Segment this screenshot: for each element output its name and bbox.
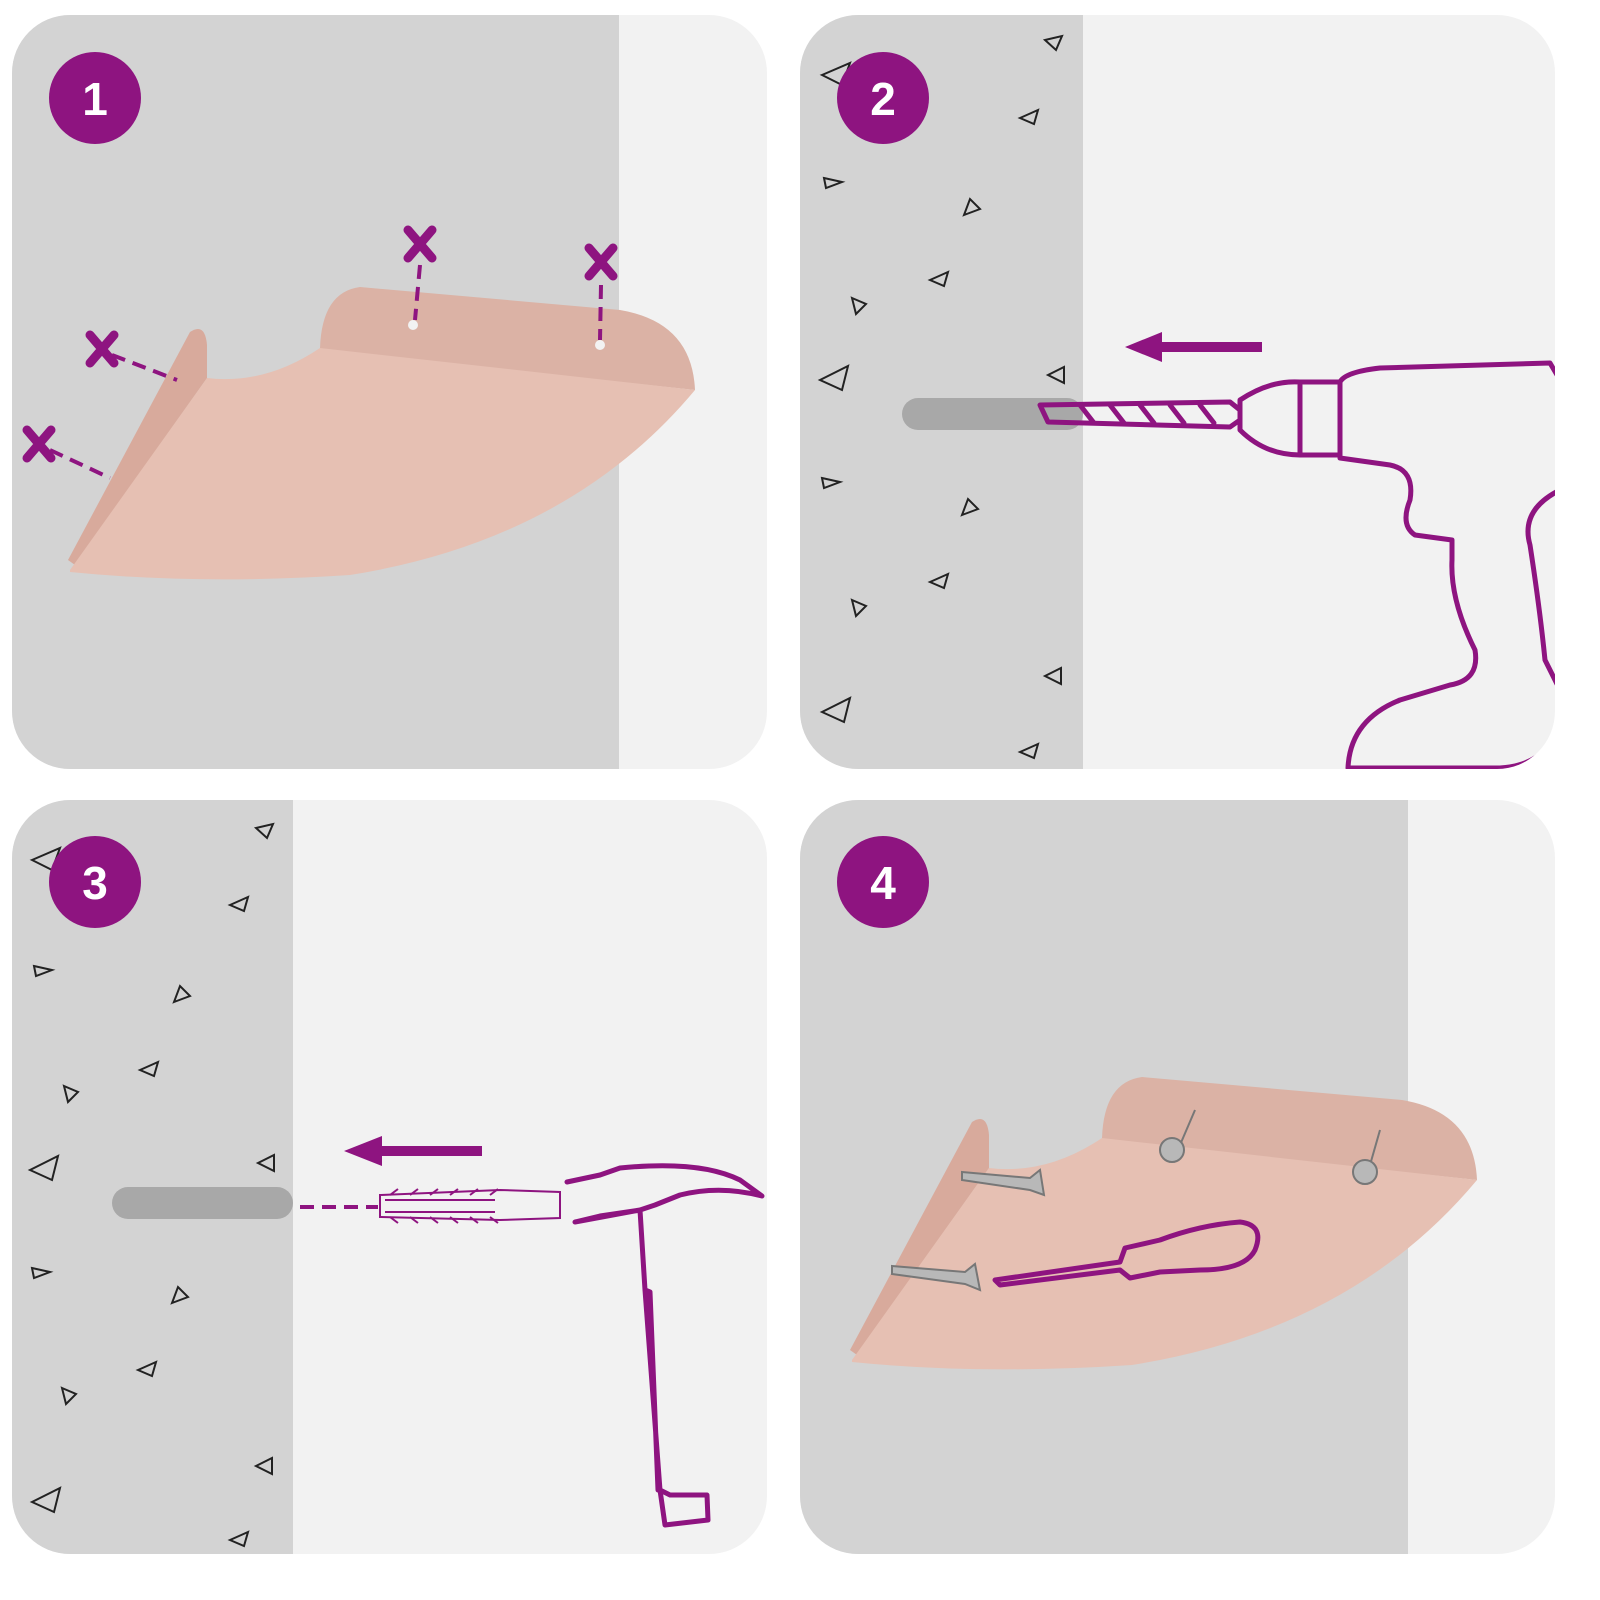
hammer-icon — [564, 1163, 765, 1528]
step-number: 4 — [870, 857, 896, 909]
screw-icon — [891, 1109, 1381, 1292]
step-badge-3: 3 — [49, 836, 141, 928]
mark-x-icon — [22, 225, 618, 463]
step-badge-4: 4 — [837, 836, 929, 928]
step-3-panel — [12, 800, 767, 1554]
step-badge-2: 2 — [837, 52, 929, 144]
step-number: 2 — [870, 73, 896, 125]
screwdriver-icon — [992, 1219, 1261, 1288]
step-2-panel — [800, 15, 1555, 769]
step-4-panel — [800, 800, 1555, 1554]
guide-lines — [49, 264, 603, 480]
step-number: 1 — [82, 73, 108, 125]
step-1-panel — [12, 15, 767, 769]
wall-texture — [817, 34, 1065, 760]
arrow-left-icon — [344, 1136, 482, 1166]
step-badge-1: 1 — [49, 52, 141, 144]
wall-texture — [27, 822, 275, 1548]
wall — [12, 800, 293, 1554]
arrow-left-icon — [1125, 332, 1262, 362]
step-number: 3 — [82, 857, 108, 909]
wall — [800, 15, 1083, 769]
wall-plug-icon — [379, 1188, 561, 1224]
drill-icon — [1037, 360, 1555, 769]
drilled-hole — [112, 1187, 293, 1219]
